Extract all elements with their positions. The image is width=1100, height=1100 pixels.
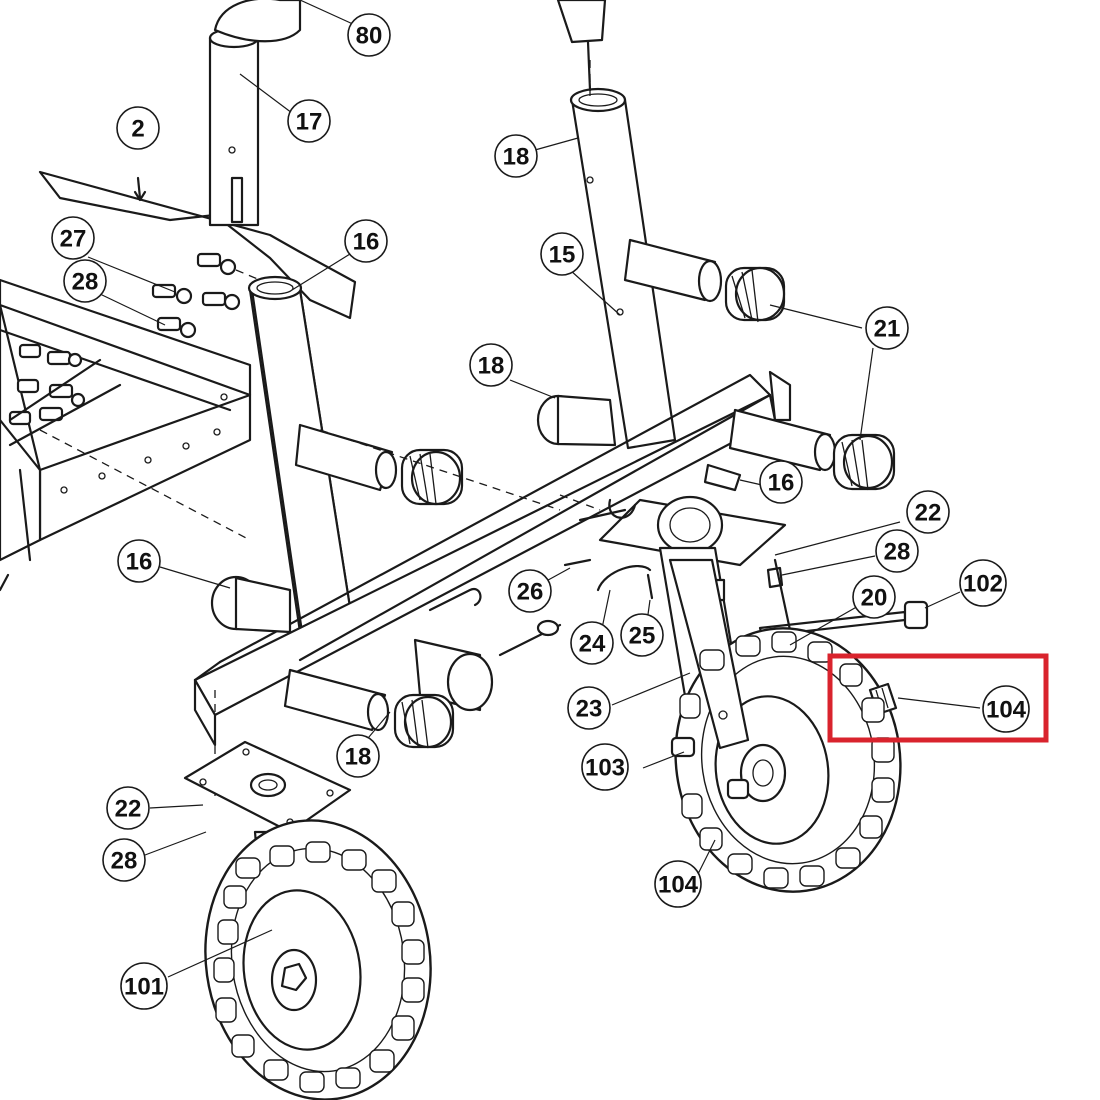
callout-28-right-label: 28: [884, 539, 911, 566]
callout-104-bottom-label: 104: [658, 872, 699, 899]
callout-26-label: 26: [517, 579, 544, 606]
callout-16-right: 16: [759, 460, 803, 504]
post-17: [208, 0, 302, 227]
callout-101: 101: [120, 962, 168, 1010]
left-tread-pattern: [213, 841, 425, 1093]
callout-103-label: 103: [585, 755, 625, 782]
callout-28-right: 28: [875, 529, 919, 573]
callout-28-left-label: 28: [72, 269, 99, 296]
callout-80: 80: [347, 13, 391, 57]
callout-24-label: 24: [579, 631, 606, 658]
callout-21-label: 21: [874, 316, 901, 343]
left-caster: [183, 740, 432, 1100]
callout-16-left-label: 16: [126, 549, 153, 576]
callout-27: 27: [51, 216, 95, 260]
callout-16-left: 16: [117, 539, 161, 583]
callout-17-label: 17: [296, 109, 323, 136]
knob-21-upper: [724, 266, 786, 323]
seat-bolts: [151, 252, 261, 339]
callout-20-label: 20: [861, 585, 888, 612]
callout-22-left-label: 22: [115, 796, 142, 823]
left-side-rail: [0, 278, 252, 592]
callout-23: 23: [567, 686, 611, 730]
callout-2-label: 2: [131, 116, 144, 143]
callout-18-top-label: 18: [503, 144, 530, 171]
callout-18-mid: 18: [469, 343, 513, 387]
seat-plate: [38, 170, 357, 320]
callout-102: 102: [959, 559, 1007, 607]
right-wheel: [668, 558, 902, 893]
rail-bolts: [8, 343, 86, 426]
callout-18-low-label: 18: [345, 744, 372, 771]
callout-16-top-label: 16: [353, 229, 380, 256]
callout-101-label: 101: [124, 974, 164, 1001]
callout-24: 24: [570, 621, 614, 665]
post-15: [556, 0, 677, 450]
callout-22-right-label: 22: [915, 500, 942, 527]
callout-28-low: 28: [102, 838, 146, 882]
callout-25-label: 25: [629, 623, 656, 650]
callout-15: 15: [540, 232, 584, 276]
callout-102-label: 102: [963, 571, 1003, 598]
callout-28-low-label: 28: [111, 848, 138, 875]
knob-left-mid: [400, 448, 464, 506]
callout-27-label: 27: [60, 226, 87, 253]
callout-26: 26: [508, 569, 552, 613]
callout-80-label: 80: [356, 23, 383, 50]
right-tread-pattern: [679, 631, 895, 889]
callout-22-left: 22: [106, 786, 150, 830]
callout-18-top: 18: [494, 134, 538, 178]
callout-22-right: 22: [906, 490, 950, 534]
knob-21-lower: [832, 433, 896, 491]
callout-104-highlight: 104: [982, 685, 1030, 733]
callout-18-low: 18: [336, 734, 380, 778]
callout-2: 2: [116, 106, 160, 150]
frame-drawing: [0, 0, 929, 1100]
callout-16-right-label: 16: [768, 470, 795, 497]
callout-28-left: 28: [63, 259, 107, 303]
knob-lower: [393, 693, 455, 749]
callout-21: 21: [865, 306, 909, 350]
callout-103: 103: [581, 743, 629, 791]
callout-16-top: 16: [344, 219, 388, 263]
callout-17: 17: [287, 99, 331, 143]
callout-25: 25: [620, 613, 664, 657]
callout-20: 20: [852, 575, 896, 619]
callout-104-highlight-label: 104: [986, 697, 1027, 724]
knobs: [393, 266, 896, 749]
callout-15-label: 15: [549, 242, 576, 269]
callout-bubbles: 80 17 2 18 27 16 28 15: [51, 13, 1030, 1010]
callout-104-bottom: 104: [654, 860, 702, 908]
highlight-box-104: [827, 653, 1049, 743]
callout-18-mid-label: 18: [478, 353, 505, 380]
callout-23-label: 23: [576, 696, 603, 723]
stub-tubes: [210, 238, 837, 732]
